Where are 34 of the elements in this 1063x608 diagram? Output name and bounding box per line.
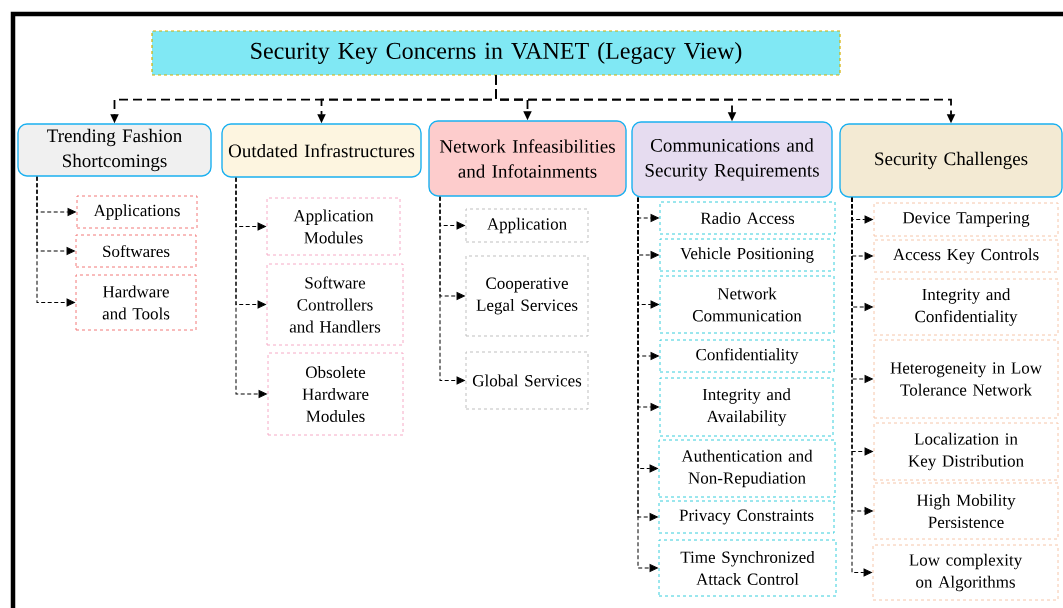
item-box: Integrity and Availability — [659, 377, 834, 437]
item-box: Time Synchronized Attack Control — [658, 539, 837, 597]
item-box: Confidentiality — [659, 339, 835, 373]
item-box: Application — [465, 208, 589, 243]
arrow — [439, 196, 465, 385]
title-box: Security Key Concerns in VANET (Legacy View) — [151, 30, 841, 76]
category-box: Security Challenges — [839, 123, 1063, 198]
item-box: Access Key Controls — [873, 239, 1059, 273]
item-box: Device Tampering — [873, 202, 1059, 237]
arrow — [851, 197, 872, 577]
category-box: Trending Fashion Shortcomings — [17, 123, 212, 177]
category-box: Network Infeasibilities and Infotainments — [428, 120, 627, 197]
item-box: Vehicle Positioning — [659, 238, 835, 272]
item-box: Heterogeneity in Low Tolerance Network — [873, 339, 1059, 419]
item-box: Hardware and Tools — [75, 274, 197, 331]
item-box: Cooperative Legal Services — [465, 255, 589, 337]
item-box: Radio Access — [659, 201, 836, 235]
item-box: Localization in Key Distribution — [873, 422, 1059, 481]
item-box: High Mobility Persistence — [873, 482, 1059, 540]
item-box: Application Modules — [266, 197, 401, 256]
item-box: Network Communication — [659, 275, 835, 334]
arrow — [235, 177, 267, 398]
arrow — [36, 176, 75, 307]
item-box: Privacy Constraints — [658, 500, 835, 534]
item-box: Softwares — [75, 234, 197, 268]
category-box: Communications and Security Requirements — [631, 121, 833, 198]
item-box: Applications — [76, 195, 198, 229]
category-box: Outdated Infrastructures — [221, 123, 422, 178]
item-box: Authentication and Non-Repudiation — [658, 439, 836, 498]
item-box: Integrity and Confidentiality — [873, 278, 1059, 336]
item-box: Obsolete Hardware Modules — [267, 352, 404, 436]
item-box: Low complexity on Algorithms — [872, 544, 1059, 601]
item-box: Global Services — [465, 351, 589, 410]
item-box: Software Controllers and Handlers — [266, 263, 404, 346]
